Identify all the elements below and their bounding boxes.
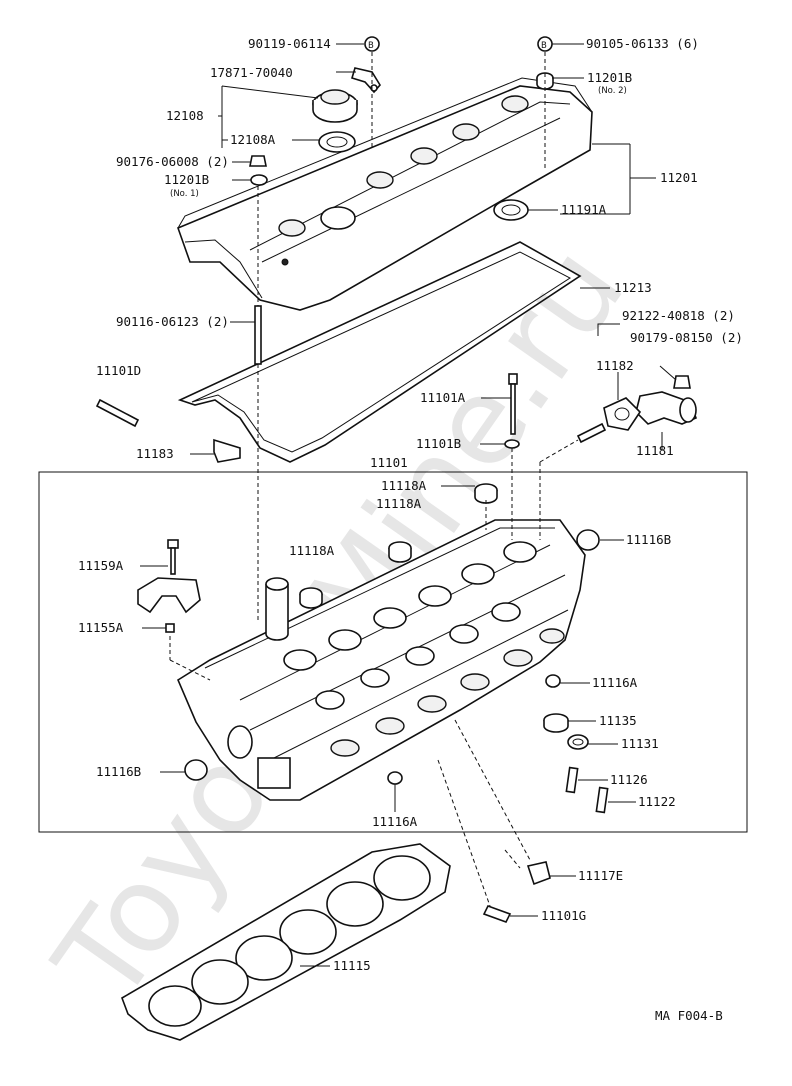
label-11122: 11122	[638, 794, 676, 809]
label-11117E: 11117E	[578, 868, 623, 883]
label-90176-06008: 90176-06008 (2)	[116, 154, 229, 169]
callout-b-right: B	[537, 36, 553, 52]
gasket-11182	[603, 397, 642, 431]
label-11183: 11183	[136, 446, 174, 461]
water-outlet-11181	[635, 391, 698, 425]
label-11155A: 11155A	[78, 620, 124, 635]
bearing-cap	[137, 577, 201, 614]
label-11116B-right: 11116B	[626, 532, 671, 547]
label-11115: 11115	[333, 958, 371, 973]
label-11118A-2: 11118A	[376, 496, 422, 511]
label-11213: 11213	[614, 280, 652, 295]
label-11135: 11135	[599, 713, 637, 728]
label-11182: 11182	[596, 358, 634, 373]
assembly-dashed-lines	[169, 52, 579, 907]
label-11131: 11131	[621, 736, 659, 751]
label-11116A-bottom: 11116A	[372, 814, 418, 829]
plug-11116A-bottom	[387, 771, 403, 785]
nut-90176-06008	[249, 155, 267, 167]
callout-b-left: B	[364, 36, 380, 52]
label-11101: 11101	[370, 455, 408, 470]
cylinder-head-group-box	[38, 471, 748, 833]
cap-gasket-12108A	[318, 131, 356, 153]
cylinder-head-11101	[176, 519, 586, 801]
part-labels: 90119-06114 90105-06133 (6) 17871-70040 …	[78, 36, 743, 1023]
label-11118A-3: 11118A	[289, 543, 335, 558]
label-11201: 11201	[660, 170, 698, 185]
stud-90116-06123	[254, 305, 262, 365]
exhaust-ports	[330, 628, 565, 757]
label-11116B-left: 11116B	[96, 764, 141, 779]
washer-11101B	[504, 439, 520, 449]
label-11201B-no2: 11201B	[587, 70, 632, 85]
cam-journals	[283, 541, 537, 710]
label-11201B-no2-sub: (No. 2)	[598, 86, 627, 96]
guide-11122	[595, 786, 609, 814]
plug-11116B-left	[184, 759, 208, 781]
label-11181: 11181	[636, 443, 674, 458]
callout-b-right-text: B	[541, 41, 547, 51]
bracket-11183	[213, 438, 241, 463]
stud-11101G	[482, 905, 512, 923]
label-90116-06123: 90116-06123 (2)	[116, 314, 229, 329]
label-11201B-no1-sub: (No. 1)	[170, 189, 199, 199]
plug-11117E	[526, 861, 551, 886]
label-12108: 12108	[166, 108, 204, 123]
label-11201B-no1: 11201B	[164, 172, 209, 187]
label-92122-40818: 92122-40818 (2)	[622, 308, 735, 323]
grommet-11118A-mid	[388, 541, 412, 563]
grommet-11201B-no2	[536, 72, 554, 90]
grommet-11118A-top	[474, 483, 498, 504]
bracket-17871-70040	[351, 67, 381, 94]
pin-11155A	[165, 623, 175, 633]
label-11191A: 11191A	[561, 202, 607, 217]
oil-filler-cap-12108	[312, 89, 358, 123]
head-gasket-11115	[121, 843, 451, 1041]
figure-code: MA F004-B	[655, 1008, 723, 1023]
leader-lines	[140, 43, 677, 967]
nut-90179-08150	[673, 375, 691, 389]
label-11116A-right: 11116A	[592, 675, 638, 690]
label-11118A-1: 11118A	[381, 478, 427, 493]
label-11159A: 11159A	[78, 558, 124, 573]
plug-11116B-right	[576, 529, 600, 551]
oil-seal-11191A	[493, 199, 529, 221]
label-90105-06133: 90105-06133 (6)	[586, 36, 699, 51]
label-90119-06114: 90119-06114	[248, 36, 331, 51]
grommet-11118A-left	[299, 587, 323, 609]
plug-tube	[265, 577, 289, 641]
label-11126: 11126	[610, 772, 648, 787]
grommet-11201B-no1	[250, 174, 268, 186]
ring-11135	[543, 713, 569, 733]
label-11101B: 11101B	[416, 436, 461, 451]
seal-11131	[567, 734, 589, 750]
label-11101G: 11101G	[541, 908, 586, 923]
stud-11101D	[95, 398, 140, 428]
stud-92122-40818	[576, 422, 607, 444]
valve-cover-gasket-11213	[177, 241, 582, 463]
label-12108A: 12108A	[230, 132, 276, 147]
valve-cover-11201	[176, 77, 593, 311]
label-11101A: 11101A	[420, 390, 466, 405]
label-90179-08150: 90179-08150 (2)	[630, 330, 743, 345]
bolt-11101A	[508, 373, 518, 435]
label-11101D: 11101D	[96, 363, 141, 378]
spark-plug-holes	[278, 95, 529, 237]
guide-11126	[565, 766, 579, 794]
bolt-11159A	[167, 539, 179, 575]
callout-b-left-text: B	[368, 41, 374, 51]
label-17871-70040: 17871-70040	[210, 65, 293, 80]
plug-11116A-right	[545, 674, 561, 688]
